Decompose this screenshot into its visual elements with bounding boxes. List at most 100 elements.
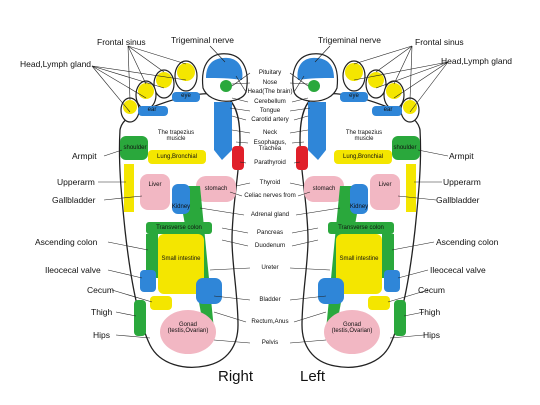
leader-line [91, 65, 131, 113]
left-gonad-zone [324, 310, 380, 354]
leader-line [293, 115, 309, 121]
label-tongue: Tongue [259, 107, 281, 114]
leader-lines [91, 45, 449, 344]
leader-line [397, 269, 429, 279]
leader-line [111, 289, 153, 303]
zone-shoulder-right: shoulder [123, 145, 147, 151]
zone-transverse-colon-left: Transverse colon [338, 225, 384, 231]
label-upperarm-left: Upperarm [443, 177, 481, 187]
leader-line [209, 45, 226, 63]
left-cecum-zone [368, 296, 390, 310]
zone-stomach-right: stomach [204, 186, 228, 192]
leader-line [127, 45, 147, 85]
leader-line [231, 97, 249, 103]
left-neck-zone [308, 102, 326, 160]
leader-line [293, 311, 327, 323]
right-transverse-colon [146, 222, 212, 234]
left-toe-5-yellow [403, 100, 417, 114]
leader-line [127, 45, 131, 101]
right-shoulder-zone [120, 136, 148, 160]
right-upperarm-strip [124, 164, 134, 212]
zone-liver-left: Liver [378, 182, 392, 188]
leader-line [353, 61, 449, 81]
label-parathyroid: Parathyroid [254, 159, 286, 166]
label-gallbladder-left: Gallbladder [436, 195, 480, 205]
zone-trapezius-left: The trapezius muscle [345, 130, 383, 143]
right-ileocecal-zone [140, 270, 156, 292]
leader-line [393, 45, 413, 85]
leader-line [291, 227, 319, 234]
label-esophagus: Esophagus, [253, 139, 287, 146]
right-pituitary-zone [220, 80, 232, 92]
left-ileocecal-zone [384, 270, 400, 292]
leader-line [289, 129, 309, 134]
label-thyroid: Thyroid [259, 179, 281, 186]
left-pituitary-zone [308, 80, 320, 92]
label-frontal-sinus-left: Frontal sinus [415, 37, 464, 47]
left-transverse-colon [328, 222, 394, 234]
left-ear-zone [372, 106, 402, 116]
label-frontal-sinus-right: Frontal sinus [97, 37, 146, 47]
label-cecum-right: Cecum [87, 285, 114, 295]
leader-line [213, 339, 251, 344]
label-ureter: Ureter [261, 264, 279, 271]
zone-eye-left: eye [349, 93, 359, 99]
label-carotid: Carotid artery [251, 116, 289, 123]
leader-line [393, 61, 449, 99]
zone-stomach-left: stomach [312, 186, 336, 192]
leader-line [235, 141, 249, 144]
right-brain-zone [206, 57, 243, 80]
label-ascending-colon-left: Ascending colon [436, 237, 499, 247]
leader-line [375, 45, 413, 73]
leader-line [417, 149, 449, 157]
leader-line [103, 149, 123, 157]
leader-line [353, 45, 413, 65]
label-gallbladder-right: Gallbladder [52, 195, 96, 205]
zone-gonad-left: Gonad (testis,Ovarian) [331, 322, 373, 335]
zone-trapezius-right: The trapezius muscle [157, 130, 195, 143]
zone-kidney-right: Kidney [171, 204, 191, 210]
label-nose: Nose [262, 79, 278, 86]
leader-line [291, 97, 309, 103]
label-pituitary: Pituitary [258, 69, 282, 76]
leader-line [289, 107, 311, 112]
leader-line [229, 191, 243, 197]
title-right-foot: Right [218, 368, 254, 385]
label-rectum-anus: Rectum,Anus [251, 318, 289, 325]
leader-line [231, 129, 251, 134]
leader-line [291, 239, 319, 247]
leader-line [291, 141, 305, 144]
zone-eye-right: eye [181, 93, 191, 99]
leader-line [293, 161, 301, 164]
left-thigh-zone [394, 300, 406, 336]
leader-line [375, 61, 449, 89]
label-thigh-right: Thigh [91, 307, 113, 317]
label-trachea: Trachea [258, 145, 282, 152]
label-pelvis: Pelvis [261, 339, 279, 346]
label-ileocecal-right: Ileocecal valve [45, 265, 101, 275]
leader-line [235, 182, 251, 187]
leader-line [389, 334, 425, 339]
zone-ear-right: ear [147, 107, 157, 113]
label-ileocecal-left: Ileocecal valve [430, 265, 486, 275]
leader-line [91, 65, 187, 81]
left-toe-3-yellow [368, 72, 384, 88]
right-foot-drawing [118, 53, 248, 368]
label-head-lymph-right: Head,Lymph gland [20, 59, 92, 69]
right-ear-zone [138, 106, 168, 116]
label-duodenum: Duodenum [254, 242, 286, 249]
right-toe-3-yellow [156, 72, 172, 88]
right-liver-zone [140, 174, 170, 210]
leader-line [289, 182, 305, 187]
leader-line [221, 227, 249, 234]
label-head-brain: Head(The brain) [247, 88, 293, 95]
label-neck: Neck [262, 129, 278, 136]
label-pancreas: Pancreas [256, 229, 284, 236]
label-bladder: Bladder [259, 296, 281, 303]
label-trigeminal-nerve-left: Trigeminal nerve [318, 35, 381, 45]
leader-line [239, 161, 247, 164]
leader-line [199, 207, 245, 216]
leader-line [213, 295, 251, 301]
left-liver-zone [370, 174, 400, 210]
leader-line [107, 269, 143, 279]
